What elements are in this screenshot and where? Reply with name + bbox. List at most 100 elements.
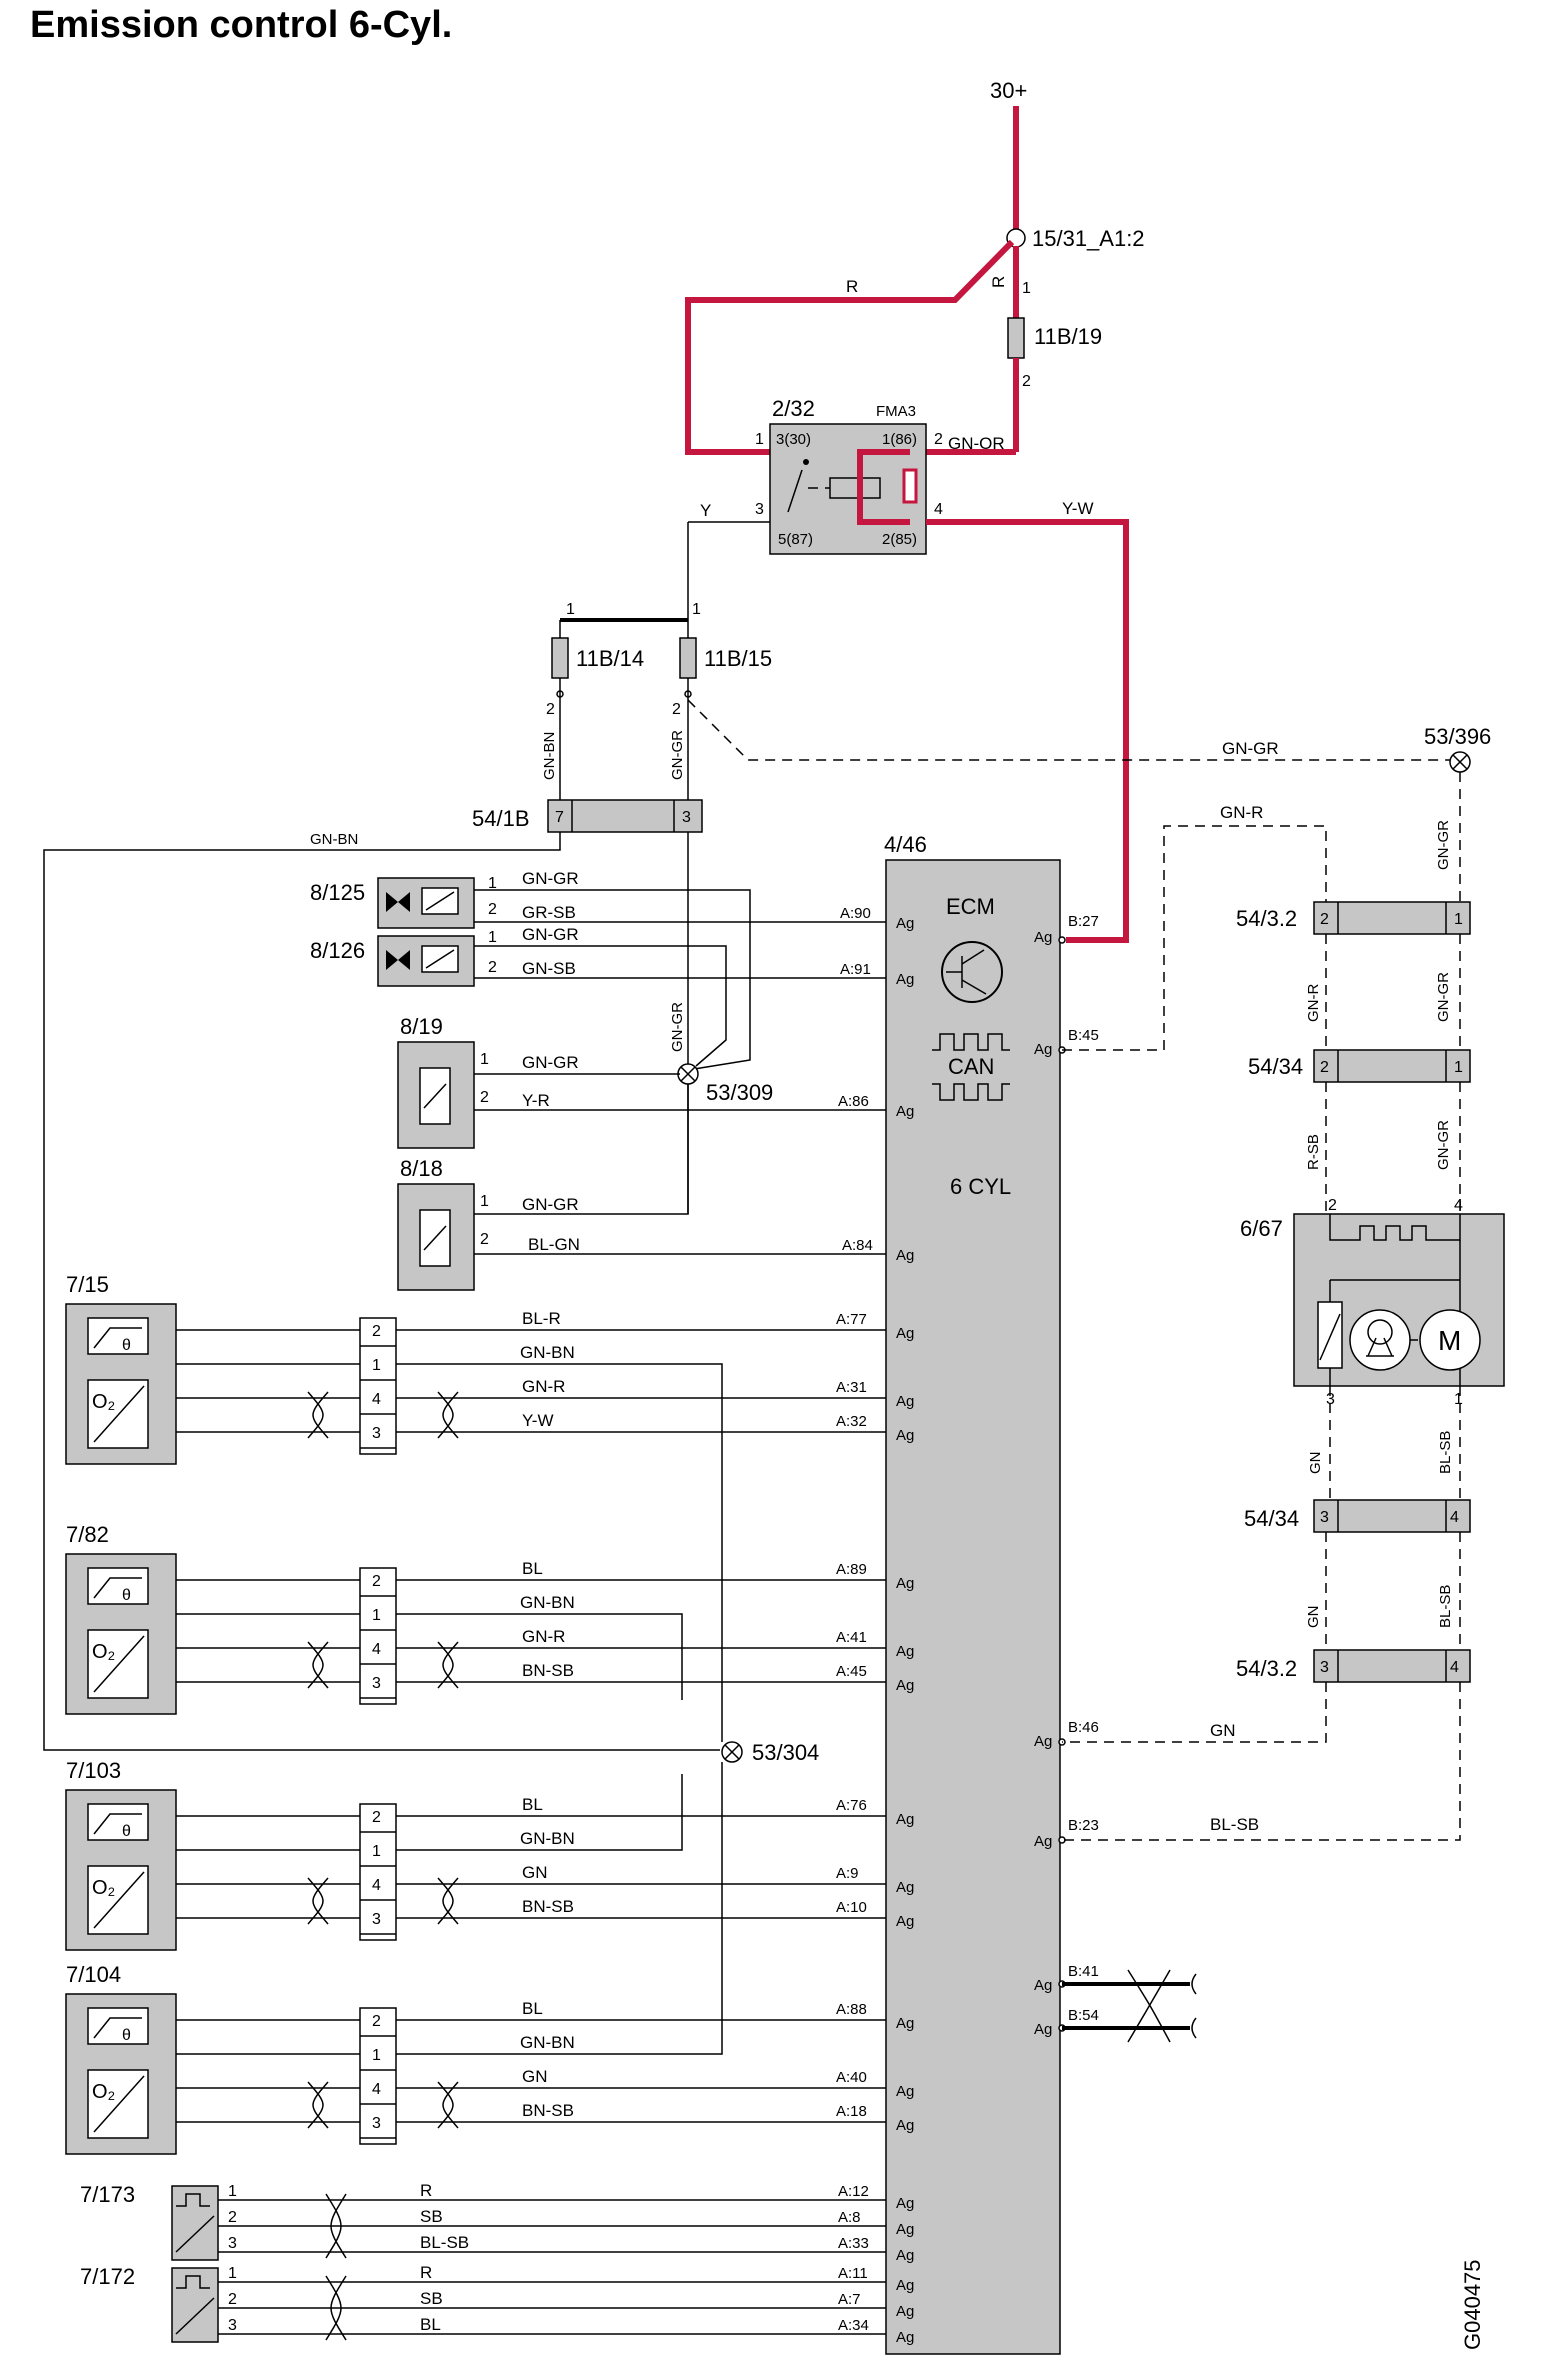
- s7104-theta-icon: θ: [122, 2027, 131, 2044]
- figure-code: G040475: [1460, 2259, 1485, 2350]
- c5432b-pin4: 4: [1450, 1659, 1459, 1676]
- fuse-11b19-pin2: 2: [1022, 373, 1031, 390]
- ecm-b46: B:46: [1068, 1719, 1099, 1736]
- pump-icon: [1349, 1309, 1411, 1371]
- ecm-a90-ag: Ag: [896, 915, 914, 932]
- connector-54-34a: [1313, 1049, 1471, 1083]
- m667-pin3: 3: [1326, 1391, 1335, 1408]
- s7104-heater-curve: [93, 2017, 142, 2039]
- solenoid-8-19-slash: [423, 1083, 447, 1109]
- s7104-o2-slash: [93, 2075, 145, 2133]
- c5434a-pin1: 1: [1454, 1059, 1463, 1076]
- s715-wire-gnbn: [396, 1363, 723, 1742]
- s7104-ecm-ag-3: Ag: [896, 2117, 914, 2134]
- wire-bl-sb-b23: [1062, 1682, 1461, 1841]
- s782-ecm-a45: A:45: [836, 1663, 867, 1680]
- s7173-ecm-ag-1: Ag: [896, 2221, 914, 2238]
- ecm-a86: A:86: [838, 1093, 869, 1110]
- can-break-2: [1191, 2017, 1197, 2039]
- s7172-pin-1: 1: [228, 2265, 237, 2282]
- wire-v818-1-label: GN-GR: [522, 1195, 579, 1214]
- wire-gn-gr-v-label: GN-GR: [669, 730, 686, 780]
- s7104-wire-label-1: GN-BN: [520, 2033, 575, 2052]
- s715-wire-label-3: Y-W: [522, 1411, 554, 1430]
- s715-pin-1: 1: [372, 1357, 381, 1374]
- s715-twist-a: [307, 1391, 329, 1439]
- s7104-ecm-ag-0: Ag: [896, 2015, 914, 2032]
- s782-ecm-ag-2: Ag: [896, 1643, 914, 1660]
- s7103-ecm-ag-3: Ag: [896, 1913, 914, 1930]
- s715-o2-slash: [93, 1385, 145, 1443]
- s7103-wire-gnbn: [396, 1774, 683, 1851]
- c5434b-pin4: 4: [1450, 1509, 1459, 1526]
- connector-54-1b-section: 54/1B 7 3 GN-BN: [43, 799, 720, 1751]
- s782-wire-label-0: BL: [522, 1559, 543, 1578]
- s7172-pin-2: 2: [228, 2291, 237, 2308]
- power-supply-section: 30+ 15/31_A1:2 R R 1 11B/19 2 GN-OR 2/32…: [685, 78, 1145, 943]
- c541b-pin3: 3: [682, 809, 691, 826]
- ecm-can-wave-bot: [932, 1083, 1010, 1101]
- ecm-b41-ag: Ag: [1034, 1977, 1052, 1994]
- ecm-a84-ag: Ag: [896, 1247, 914, 1264]
- m667-label: 6/67: [1240, 1216, 1283, 1241]
- ecm-b23: B:23: [1068, 1817, 1099, 1834]
- v8126-pin1: 1: [488, 929, 497, 946]
- ground-53-396-label: 53/396: [1424, 724, 1491, 749]
- s715-ecm-ag-3: Ag: [896, 1427, 914, 1444]
- v818-label: 8/18: [400, 1156, 443, 1181]
- relay-pin-86: 1(86): [882, 431, 917, 448]
- ecm-a91-ag: Ag: [896, 971, 914, 988]
- wire-r-top-label: R: [846, 277, 858, 296]
- fuse-11b15-label: 11B/15: [704, 646, 772, 671]
- fuse-11b14-label: 11B/14: [576, 646, 644, 671]
- s7104-wire-gnbn: [396, 1762, 723, 2055]
- c5432a-pin1: 1: [1454, 911, 1463, 928]
- relay-pin-85: 2(85): [882, 531, 917, 548]
- s7172-pin-3: 3: [228, 2317, 237, 2334]
- s7172-label: 7/172: [80, 2264, 135, 2289]
- s7172-ecm-ag-0: Ag: [896, 2277, 914, 2294]
- v818-pin2: 2: [480, 1231, 489, 1248]
- s715-ecm-a32: A:32: [836, 1413, 867, 1430]
- c5432b-pin3: 3: [1320, 1659, 1329, 1676]
- s715-ecm-ag-0: Ag: [896, 1325, 914, 1342]
- s7172-slash: [175, 2297, 215, 2335]
- s715-ecm-a31: A:31: [836, 1379, 867, 1396]
- wire-gn-bn-541b-label: GN-BN: [310, 831, 358, 848]
- wire-gn-or-label: GN-OR: [948, 434, 1005, 453]
- s782-ecm-ag-3: Ag: [896, 1677, 914, 1694]
- s782-pin-4: 4: [372, 1641, 381, 1658]
- s7172-ecm-a11: A:11: [838, 2265, 868, 2282]
- relay-ext-pin2: 2: [934, 431, 943, 448]
- s7173-slash: [175, 2215, 215, 2253]
- wire-v8126-2-label: GN-SB: [522, 959, 576, 978]
- wire-gn-r-b45: [1062, 825, 1327, 1051]
- wire-gn-r5-label: GN: [1305, 1606, 1322, 1629]
- can-twist: [1127, 1969, 1171, 2043]
- valve-8-126-slash: [425, 949, 455, 969]
- s7104-pin-2: 2: [372, 2013, 381, 2030]
- s782-twist-a: [307, 1641, 329, 1689]
- relay-switch-contact: [803, 459, 809, 465]
- s782-wire-gnbn: [396, 1613, 683, 1700]
- c54-34a-label: 54/34: [1248, 1054, 1303, 1079]
- c5434a-pin2: 2: [1320, 1059, 1329, 1076]
- wire-v8126-1-label: GN-GR: [522, 925, 579, 944]
- wire-yw-relay: [926, 519, 1129, 943]
- s7104-ecm-ag-2: Ag: [896, 2083, 914, 2100]
- ecm-a84: A:84: [842, 1237, 873, 1254]
- s715-wire-label-1: GN-BN: [520, 1343, 575, 1362]
- v8125-label: 8/125: [310, 880, 365, 905]
- sensor-s715: 7/15θO₂2A:77AgBL-R1GN-BN4A:31AgGN-R3A:32…: [65, 1272, 914, 1742]
- s7103-pin-4: 4: [372, 1877, 381, 1894]
- supply-label: 30+: [990, 78, 1027, 103]
- relay-pin-87: 5(87): [778, 531, 813, 548]
- ground-53-396-x2: [1452, 754, 1468, 770]
- s782-heater-curve: [93, 1577, 142, 1599]
- relay-id: 2/32: [772, 396, 815, 421]
- ecm-transistor-c: [961, 949, 985, 965]
- ecm-can-wave-top: [932, 1033, 1010, 1051]
- wire-gn-bn-v-label: GN-BN: [541, 732, 558, 780]
- ecm-a86-ag: Ag: [896, 1103, 914, 1120]
